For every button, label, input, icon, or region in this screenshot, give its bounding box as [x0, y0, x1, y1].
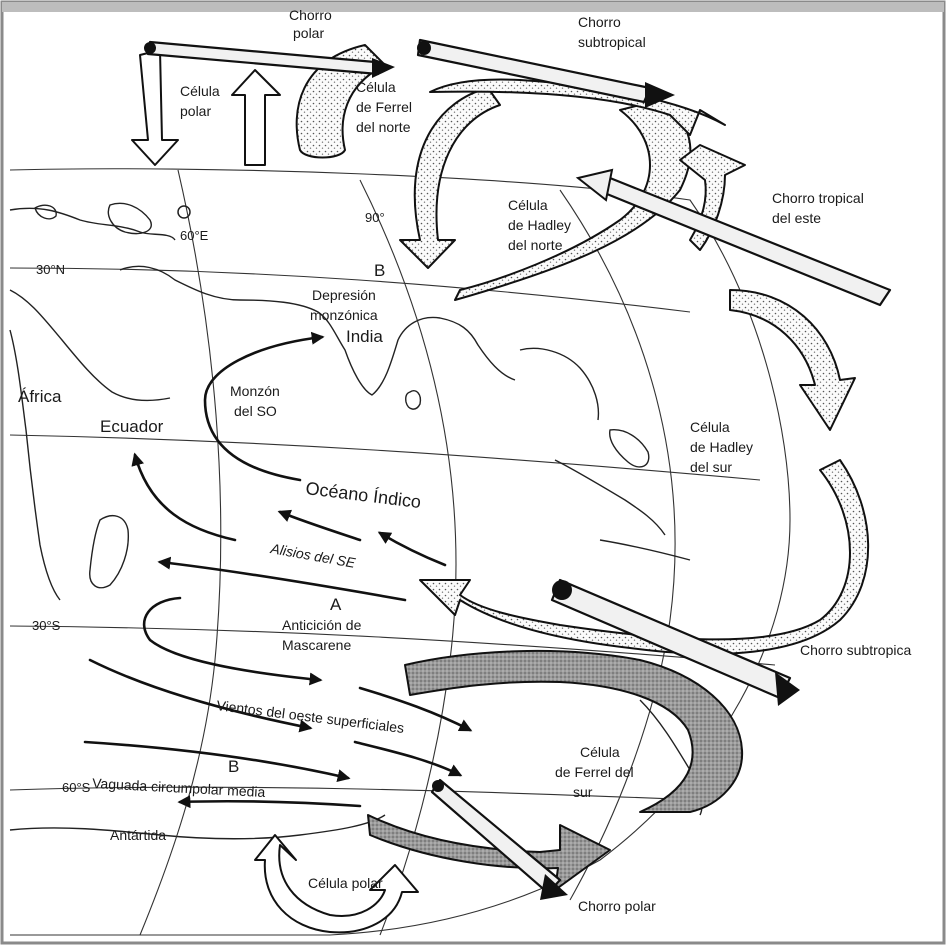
label-lat-30s: 30°S — [32, 618, 61, 633]
label-equator: Ecuador — [100, 417, 164, 436]
label-high-south: A — [330, 595, 342, 614]
label-lon-90: 90° — [365, 210, 385, 225]
label-africa: África — [18, 387, 62, 406]
label-lat-60s: 60°S — [62, 780, 91, 795]
label-lat-30n: 30°N — [36, 262, 65, 277]
polar-jet-south-start — [432, 780, 444, 792]
label-polar-jet-bottom: Chorro polar — [578, 898, 656, 914]
label-low-north: B — [374, 261, 385, 280]
label-low-south: B — [228, 757, 239, 776]
subtropical-jet-south-start — [552, 580, 572, 600]
top-edge — [2, 2, 944, 12]
label-lon-60e: 60°E — [180, 228, 209, 243]
label-antarctica: Antártida — [110, 827, 166, 843]
polar-jet-north-start — [144, 42, 156, 54]
subtropical-jet-north-start — [417, 41, 431, 55]
label-polar-cell-south: Célula polar — [308, 875, 383, 891]
label-subtropical-jet-south: Chorro subtropica — [800, 642, 911, 658]
label-india: India — [346, 327, 383, 346]
